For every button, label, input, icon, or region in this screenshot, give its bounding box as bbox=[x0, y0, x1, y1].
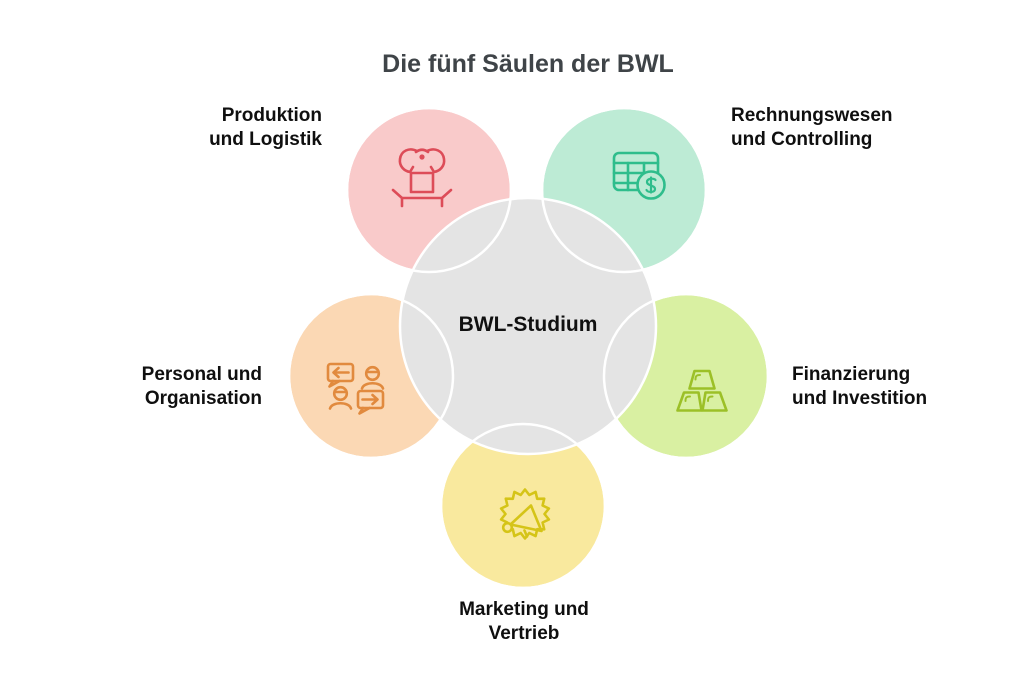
marketing-label: Marketing und Vertrieb bbox=[459, 598, 589, 646]
marketing-label-line2: Vertrieb bbox=[488, 623, 560, 644]
rechnungswesen-label-line1: Rechnungswesen bbox=[731, 105, 893, 126]
megaphone-burst-icon bbox=[499, 488, 551, 540]
gold-bars-icon bbox=[676, 369, 728, 412]
rechnungswesen-label: Rechnungswesen und Controlling bbox=[731, 104, 893, 152]
robot-gripper-icon bbox=[391, 148, 453, 208]
marketing-label-line1: Marketing und bbox=[459, 599, 589, 620]
diagram-title: Die fünf Säulen der BWL bbox=[382, 50, 674, 78]
spreadsheet-dollar-icon bbox=[612, 151, 666, 200]
starburst bbox=[499, 488, 551, 540]
personal-label-line2: Organisation bbox=[144, 388, 262, 409]
produktion-label-line1: Produktion bbox=[221, 105, 322, 126]
overlap-arcs bbox=[287, 106, 770, 590]
finanzierung-label: Finanzierung und Investition bbox=[792, 363, 927, 411]
chat-people-icon bbox=[326, 362, 385, 415]
personal-label-line1: Personal und bbox=[141, 364, 262, 385]
rechnungswesen-label-line2: und Controlling bbox=[731, 129, 873, 150]
finanzierung-label-line2: und Investition bbox=[792, 388, 928, 409]
personal-label: Personal und Organisation bbox=[142, 363, 262, 411]
finanzierung-label-line1: Finanzierung bbox=[792, 364, 911, 385]
center-label: BWL-Studium bbox=[458, 313, 598, 336]
produktion-label: Produktion und Logistik bbox=[209, 104, 322, 152]
center-circle bbox=[398, 196, 658, 456]
produktion-label-line2: und Logistik bbox=[209, 129, 322, 150]
